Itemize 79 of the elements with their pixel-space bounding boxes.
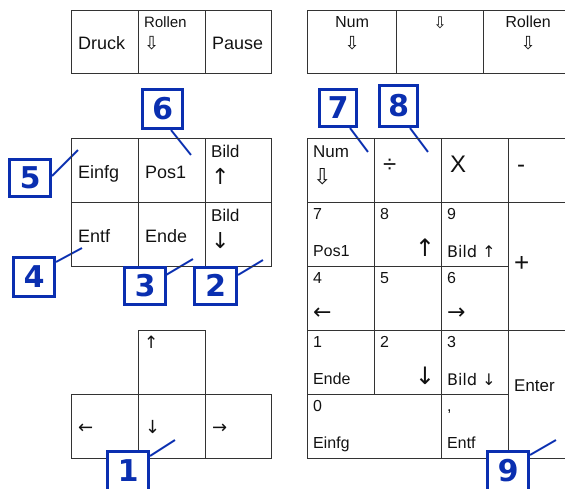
key-label: → [212,418,228,436]
leader-line [409,127,429,153]
callout-number: 8 [378,84,419,128]
key-label: Bild ↑ [447,244,496,260]
callout-number: 3 [123,266,167,306]
key-label: 0 [313,399,322,415]
key-label: 7 [313,207,322,223]
key-label: Pos1 [313,244,350,260]
key-label: ↓ [145,418,160,436]
key-label: Entf [447,436,476,452]
key-label: Num [334,15,370,31]
key-label: Rollen [504,15,552,31]
key-label: Einfg [78,162,120,180]
key-label: 5 [380,271,389,287]
key-label: 6 [447,271,456,287]
key-label: ← [313,302,332,324]
leader-line [166,258,194,276]
keyboard-key [205,10,272,74]
callout-number: 4 [12,256,56,298]
indicator-panel [307,10,397,74]
key-label: 2 [380,335,389,351]
key-label: ↑ [144,335,158,352]
callout-number: 7 [318,88,358,128]
key-label: ⇩ [144,35,160,53]
key-label: ↑ [414,236,435,260]
leader-line [56,247,82,263]
indicator-panel [483,10,565,74]
keyboard-key [307,394,442,459]
key-label: Num [313,143,349,160]
keyboard-key [138,330,206,395]
callout-number: 5 [8,158,52,198]
key-label: Bild ↓ [447,372,496,388]
key-label: → [447,302,466,324]
keyboard-key [71,10,139,74]
key-label: Pos1 [145,162,186,180]
key-label: ⇩ [313,167,332,189]
key-label: ⇩ [519,35,537,53]
key-label: Druck [78,34,126,52]
key-label: Bild [211,207,240,224]
leader-line [51,149,79,177]
key-label: ÷ [383,153,396,177]
key-label: ↑ [211,167,230,189]
leader-line [149,439,176,457]
key-label: Ende [313,372,350,388]
key-label: Ende [145,226,188,244]
key-label: X [450,153,466,177]
keyboard-key [307,138,375,203]
keyboard-key [205,138,272,203]
key-label: ↓ [211,231,230,253]
key-label: ↓ [414,364,435,388]
key-label: , [447,399,452,415]
callout-number: 9 [486,450,530,489]
key-label: Enter [514,377,555,394]
key-label: 8 [380,207,389,223]
key-label: ⇩ [432,15,448,31]
key-label: ⇩ [343,35,361,53]
callout-number: 1 [106,450,150,489]
key-label: + [514,249,530,275]
key-label: Rollen [144,15,187,30]
leader-line [170,129,192,156]
leader-line [349,127,369,153]
keyboard-key [71,138,139,203]
leader-line [530,439,556,456]
callout-number: 6 [141,88,184,130]
callout-number: 2 [193,266,238,306]
key-label: 9 [447,207,456,223]
indicator-panel [396,10,484,74]
keyboard-key [138,10,206,74]
key-label: Entf [78,226,110,244]
keyboard-key [205,394,272,459]
key-label: 3 [447,335,456,351]
key-label: Einfg [313,436,350,452]
key-label: ← [78,418,94,436]
key-label: 1 [313,335,322,351]
key-label: Bild [211,143,240,160]
key-label: - [517,153,525,177]
key-label: Pause [212,34,264,52]
leader-line [237,259,264,276]
key-label: 4 [313,271,322,287]
